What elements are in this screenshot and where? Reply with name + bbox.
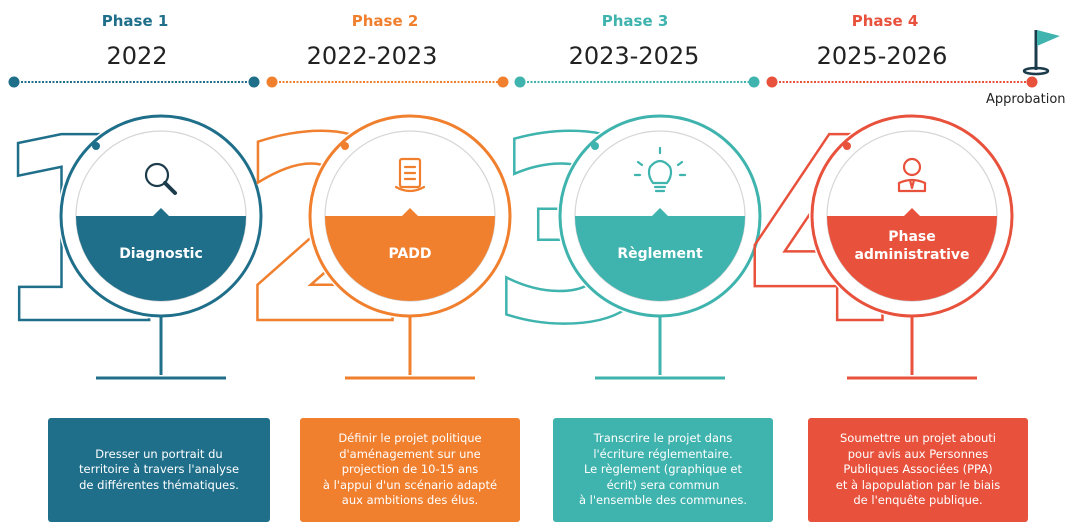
phase-2-node: 2PADD [236,83,513,382]
phase-3-years: 2023-2025 [568,42,700,70]
phase-3-label: Phase 3 [601,12,669,30]
phase-4-node: 4Phaseadministrative [742,83,1015,382]
phase-4-description: Soumettre un projet abouti pour avis aux… [808,418,1028,522]
phase-1-years: 2022 [106,42,168,70]
phase-3-title: Règlement [617,246,703,262]
phase-1-title: Diagnostic [119,246,203,262]
approbation-label: Approbation [986,92,1066,107]
flag-icon [1022,30,1060,76]
phase-4-label: Phase 4 [851,12,919,30]
lightbulb-icon [633,146,687,193]
phase-3-node: 3Règlement [488,83,763,382]
phase-2-description: Définir le projet politique d'aménagemen… [300,418,520,522]
phase-2-timeline-segment [266,76,509,88]
phase-1-timeline-segment [8,76,260,88]
phase-2-label: Phase 2 [351,12,419,30]
phase-1-label: Phase 1 [101,12,169,30]
phase-4-years: 2025-2026 [816,42,948,70]
phase-2-years: 2022-2023 [306,42,438,70]
phase-3-timeline-segment [514,76,760,88]
person-icon [897,157,927,193]
phase-3-description: Transcrire le projet dans l'écriture rég… [553,418,773,522]
phase-1-description: Dresser un portrait du territoire à trav… [48,418,270,522]
phase-4-timeline-segment [766,76,1038,88]
magnifier-icon [144,162,177,195]
phase-2-title: PADD [388,246,431,262]
phase-1-node: 1Diagnostic [0,83,264,382]
document-scroll-icon [394,157,426,193]
